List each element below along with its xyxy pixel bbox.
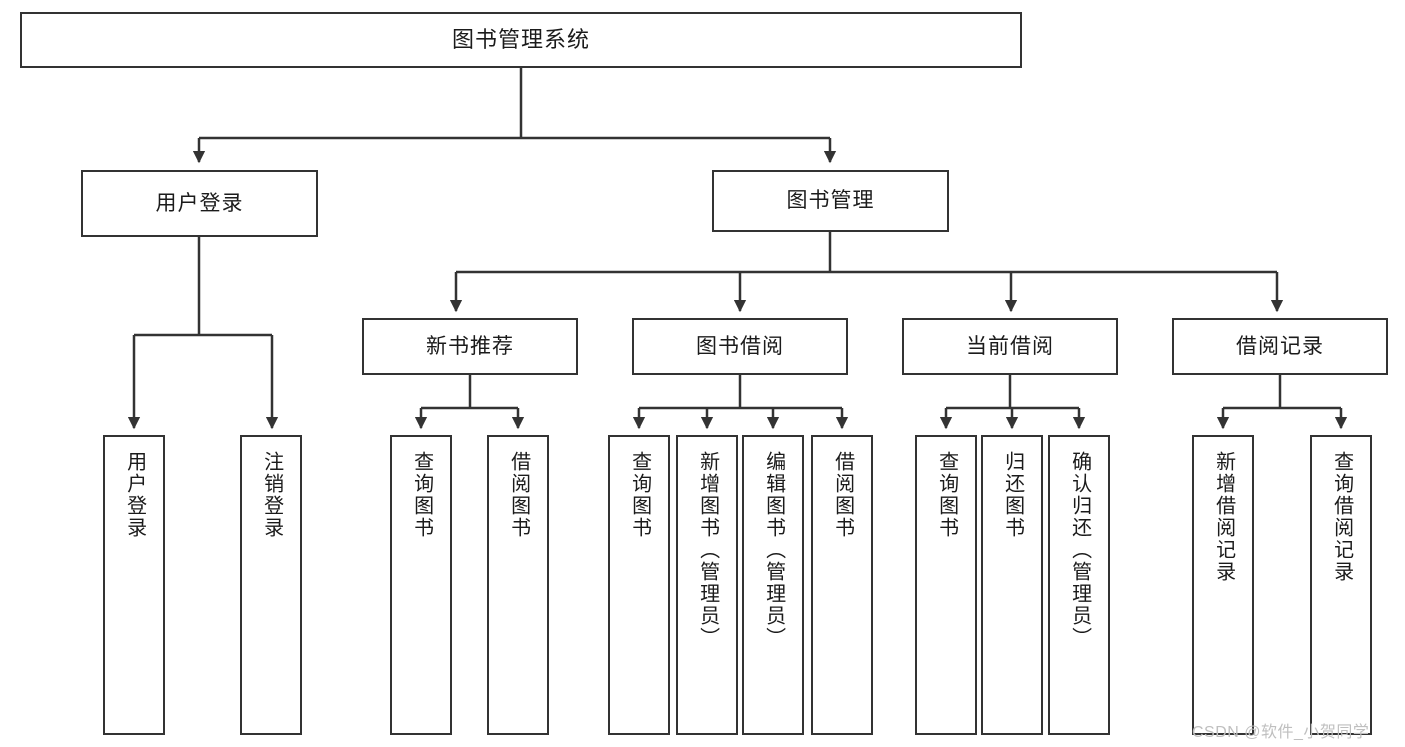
leaf-user-login-login[interactable]: 用户登录: [103, 435, 165, 735]
node-label: 借阅图书: [507, 451, 530, 539]
node-label: 当前借阅: [966, 334, 1054, 358]
node-label: 确认归还（管理员）: [1068, 451, 1091, 649]
node-book-management[interactable]: 图书管理: [712, 170, 949, 232]
leaf-borrow-query-book[interactable]: 查询图书: [608, 435, 670, 735]
leaf-current-query-book[interactable]: 查询图书: [915, 435, 977, 735]
leaf-user-login-logout[interactable]: 注销登录: [240, 435, 302, 735]
node-label: 归还图书: [1001, 451, 1024, 539]
node-label: 查询图书: [935, 451, 958, 539]
node-label: 注销登录: [260, 451, 283, 539]
node-label: 编辑图书（管理员）: [762, 451, 785, 649]
node-label: 新增借阅记录: [1212, 451, 1235, 583]
node-label: 查询图书: [628, 451, 651, 539]
node-book-borrow[interactable]: 图书借阅: [632, 318, 848, 375]
node-label: 图书管理: [786, 189, 875, 213]
node-label: 借阅记录: [1236, 334, 1324, 358]
leaf-recommend-borrow-book[interactable]: 借阅图书: [487, 435, 549, 735]
watermark: CSDN @软件_小贺同学: [1192, 724, 1370, 741]
node-label: 查询借阅记录: [1330, 451, 1353, 583]
leaf-recommend-query-book[interactable]: 查询图书: [390, 435, 452, 735]
node-borrow-record[interactable]: 借阅记录: [1172, 318, 1388, 375]
leaf-current-return-book[interactable]: 归还图书: [981, 435, 1043, 735]
leaf-record-add-record[interactable]: 新增借阅记录: [1192, 435, 1254, 735]
node-new-book-recommend[interactable]: 新书推荐: [362, 318, 578, 375]
leaf-borrow-borrow-book[interactable]: 借阅图书: [811, 435, 873, 735]
node-label: 图书管理系统: [451, 26, 590, 52]
node-label: 借阅图书: [831, 451, 854, 539]
node-label: 图书借阅: [696, 334, 784, 358]
node-root-book-management-system[interactable]: 图书管理系统: [20, 12, 1022, 68]
leaf-record-query-record[interactable]: 查询借阅记录: [1310, 435, 1372, 735]
node-label: 新书推荐: [426, 334, 514, 358]
node-label: 新增图书（管理员）: [696, 451, 719, 649]
node-current-borrow[interactable]: 当前借阅: [902, 318, 1118, 375]
node-label: 用户登录: [155, 191, 244, 215]
node-label: 查询图书: [410, 451, 433, 539]
node-user-login[interactable]: 用户登录: [81, 170, 318, 237]
leaf-borrow-add-book-admin[interactable]: 新增图书（管理员）: [676, 435, 738, 735]
node-label: 用户登录: [123, 451, 146, 539]
leaf-current-confirm-return-admin[interactable]: 确认归还（管理员）: [1048, 435, 1110, 735]
leaf-borrow-edit-book-admin[interactable]: 编辑图书（管理员）: [742, 435, 804, 735]
